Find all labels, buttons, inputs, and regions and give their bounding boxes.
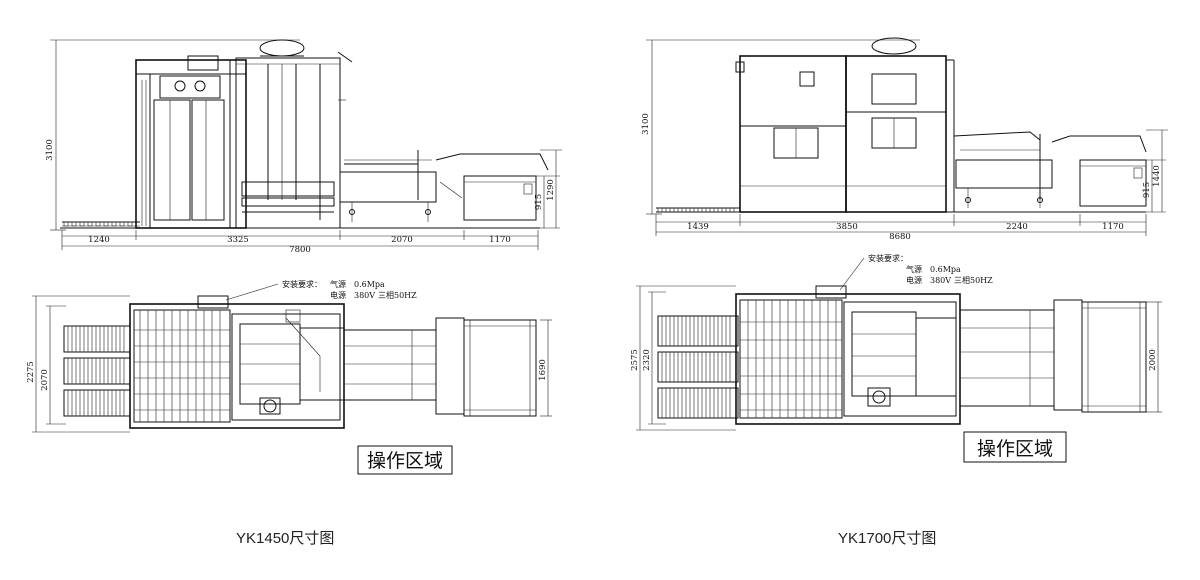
yk1700-width-2575: 2575 — [630, 349, 640, 371]
yk1450-install-title: 安装要求： — [282, 279, 322, 289]
yk1450-drawing-svg: 3100 — [26, 39, 562, 475]
yk1450-height-1290: 1290 — [546, 179, 556, 201]
yk1700-operation-zone-box — [963, 431, 1067, 463]
yk1700-caption: YK1700尺寸图 — [838, 530, 937, 547]
yk1700-top-view: 2575 2320 — [630, 253, 1162, 463]
yk1700-drawing-svg: 3100 — [630, 37, 1168, 463]
yk1450-power-value: 380V — [354, 291, 375, 300]
yk1450-stacker-tower — [235, 39, 353, 229]
yk1700-outfeed-conveyor — [959, 299, 1147, 413]
yk1700-operation-zone: 操作区域 — [977, 438, 1053, 460]
yk1450-power-phase: 三相50HZ — [378, 290, 417, 300]
yk1450-operation-zone-box — [357, 445, 453, 475]
yk1700-width-2000: 2000 — [1148, 349, 1158, 371]
yk1700-dim-1170: 1170 — [1102, 222, 1124, 232]
yk1450-infeed-rollers — [63, 325, 131, 417]
yk1700-power-label: 电源 — [906, 275, 922, 285]
yk1450-top-view: 2275 2070 — [26, 279, 552, 475]
yk1700-power-value: 380V — [930, 276, 951, 285]
yk1700-machine-body — [735, 285, 961, 425]
yk1700-dim-overall: 8680 — [889, 232, 911, 242]
yk1700-height-label: 3100 — [641, 113, 651, 135]
yk1450-infeed-conveyor — [62, 221, 140, 227]
yk1450-height-915: 915 — [534, 194, 544, 210]
yk1700-infeed-rollers — [657, 315, 739, 419]
yk1450-outfeed-table — [339, 150, 549, 222]
yk1700-dim-3850: 3850 — [836, 222, 858, 232]
yk1450-outfeed-conveyor — [343, 317, 537, 417]
yk1700-air-value: 0.6Mpa — [930, 265, 961, 274]
yk1450-dim-2070: 2070 — [391, 235, 413, 245]
yk1700-air-label: 气源 — [906, 264, 922, 274]
yk1700-outfeed-table — [953, 131, 1147, 208]
yk1450-machine-body — [129, 295, 345, 429]
yk1450-air-label: 气源 — [330, 279, 346, 289]
yk1450-operation-zone: 操作区域 — [367, 450, 443, 472]
yk1450-install-note: 安装要求： 气源 0.6Mpa 电源 380V 三相50HZ — [225, 279, 417, 301]
drawing-yk1700: 3100 — [600, 0, 1200, 580]
yk1700-main-frame — [735, 37, 955, 213]
yk1450-caption: YK1450尺寸图 — [236, 530, 335, 547]
yk1450-dim-overall: 7800 — [289, 245, 311, 255]
drawing-yk1450: 3100 — [26, 39, 562, 547]
yk1700-dim-2240: 2240 — [1006, 222, 1028, 232]
yk1450-side-view: 3100 — [45, 39, 562, 255]
yk1700-side-view: 3100 — [641, 37, 1168, 242]
yk1450-width-1690: 1690 — [538, 359, 548, 381]
yk1450-dim-3325: 3325 — [227, 235, 249, 245]
yk1700-power-phase: 三相50HZ — [954, 275, 993, 285]
yk1700-infeed-conveyor — [656, 207, 740, 213]
yk1700-install-title: 安装要求： — [868, 253, 908, 263]
yk1450-main-frame — [135, 55, 247, 229]
yk1450-dim-1170: 1170 — [489, 235, 511, 245]
yk1450-air-value: 0.6Mpa — [354, 280, 385, 289]
yk1700-install-note: 安装要求： 气源 0.6Mpa 电源 380V 三相50HZ — [839, 253, 993, 291]
yk1700-height-1440: 1440 — [1152, 165, 1162, 187]
yk1700-width-2320: 2320 — [642, 349, 652, 371]
yk1700-dim-1439: 1439 — [687, 222, 709, 232]
yk1450-power-label: 电源 — [330, 290, 346, 300]
yk1450-height-label: 3100 — [45, 139, 55, 161]
yk1700-height-915: 915 — [1142, 182, 1152, 198]
yk1450-dim-1240: 1240 — [88, 235, 110, 245]
yk1450-width-2275: 2275 — [26, 361, 36, 383]
yk1450-width-2070: 2070 — [40, 369, 50, 391]
